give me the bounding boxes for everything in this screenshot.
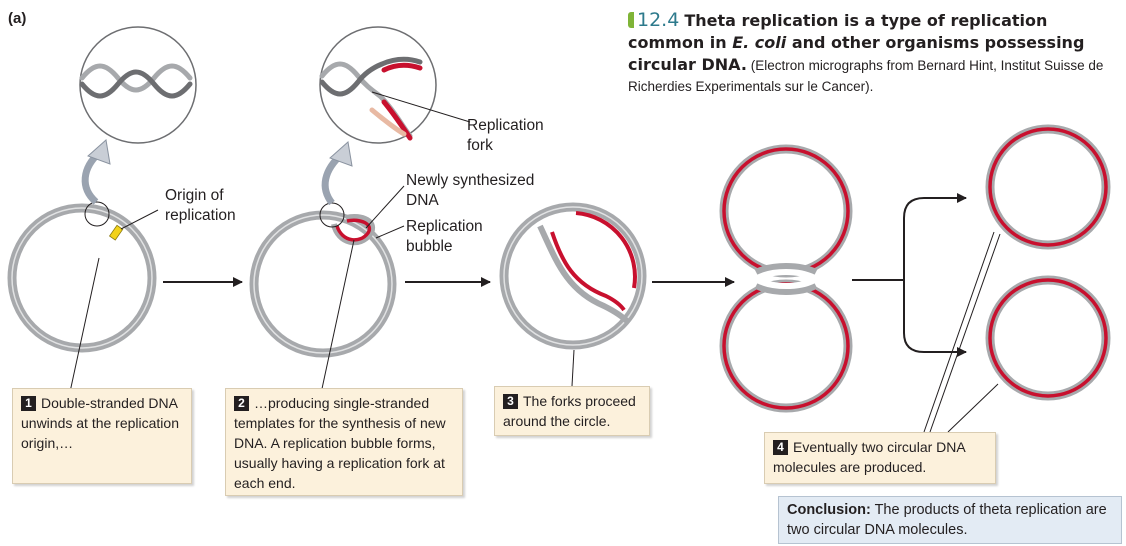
branch-arrows bbox=[852, 198, 966, 352]
step-4-number: 4 bbox=[773, 440, 788, 455]
label-replication-bubble: Replication bubble bbox=[406, 217, 506, 257]
conclusion-box: Conclusion: The products of theta replic… bbox=[778, 496, 1122, 544]
product-leader-line-2 bbox=[948, 384, 998, 432]
caption-tab bbox=[628, 12, 634, 28]
stage-4-theta-structure bbox=[724, 149, 848, 408]
step-2-box: 2…producing single-stranded templates fo… bbox=[225, 388, 463, 496]
label-newly-synthesized-dna: Newly synthesized DNA bbox=[406, 171, 566, 211]
stage-1-leader-line bbox=[70, 258, 99, 392]
step-2-number: 2 bbox=[234, 396, 249, 411]
step-1-number: 1 bbox=[21, 396, 36, 411]
stage-1-helix-zoom bbox=[80, 27, 196, 143]
stage-2-fork-zoom bbox=[320, 27, 436, 143]
product-dna-top bbox=[990, 129, 1106, 245]
product-leader-line-1 bbox=[924, 232, 994, 432]
step-4-text: Eventually two circular DNA molecules ar… bbox=[773, 439, 965, 475]
step-3-text: The forks proceed around the circle. bbox=[503, 393, 636, 429]
conclusion-label: Conclusion: bbox=[787, 502, 871, 518]
origin-marker bbox=[110, 225, 123, 240]
stage-3-circular-dna bbox=[504, 207, 642, 345]
step-2-text: …producing single-stranded templates for… bbox=[234, 395, 446, 491]
caption-number: 12.4 bbox=[637, 9, 679, 31]
product-dna-bottom bbox=[990, 280, 1106, 396]
step-3-number: 3 bbox=[503, 394, 518, 409]
step-1-text: Double-stranded DNA unwinds at the repli… bbox=[21, 395, 179, 451]
stage-2-leader-line bbox=[320, 240, 354, 398]
stage-2-circular-dna bbox=[254, 203, 392, 353]
label-replication-fork: Replication fork bbox=[467, 116, 567, 156]
panel-letter: (a) bbox=[8, 10, 26, 27]
label-origin-of-replication: Origin of replication bbox=[165, 186, 265, 226]
